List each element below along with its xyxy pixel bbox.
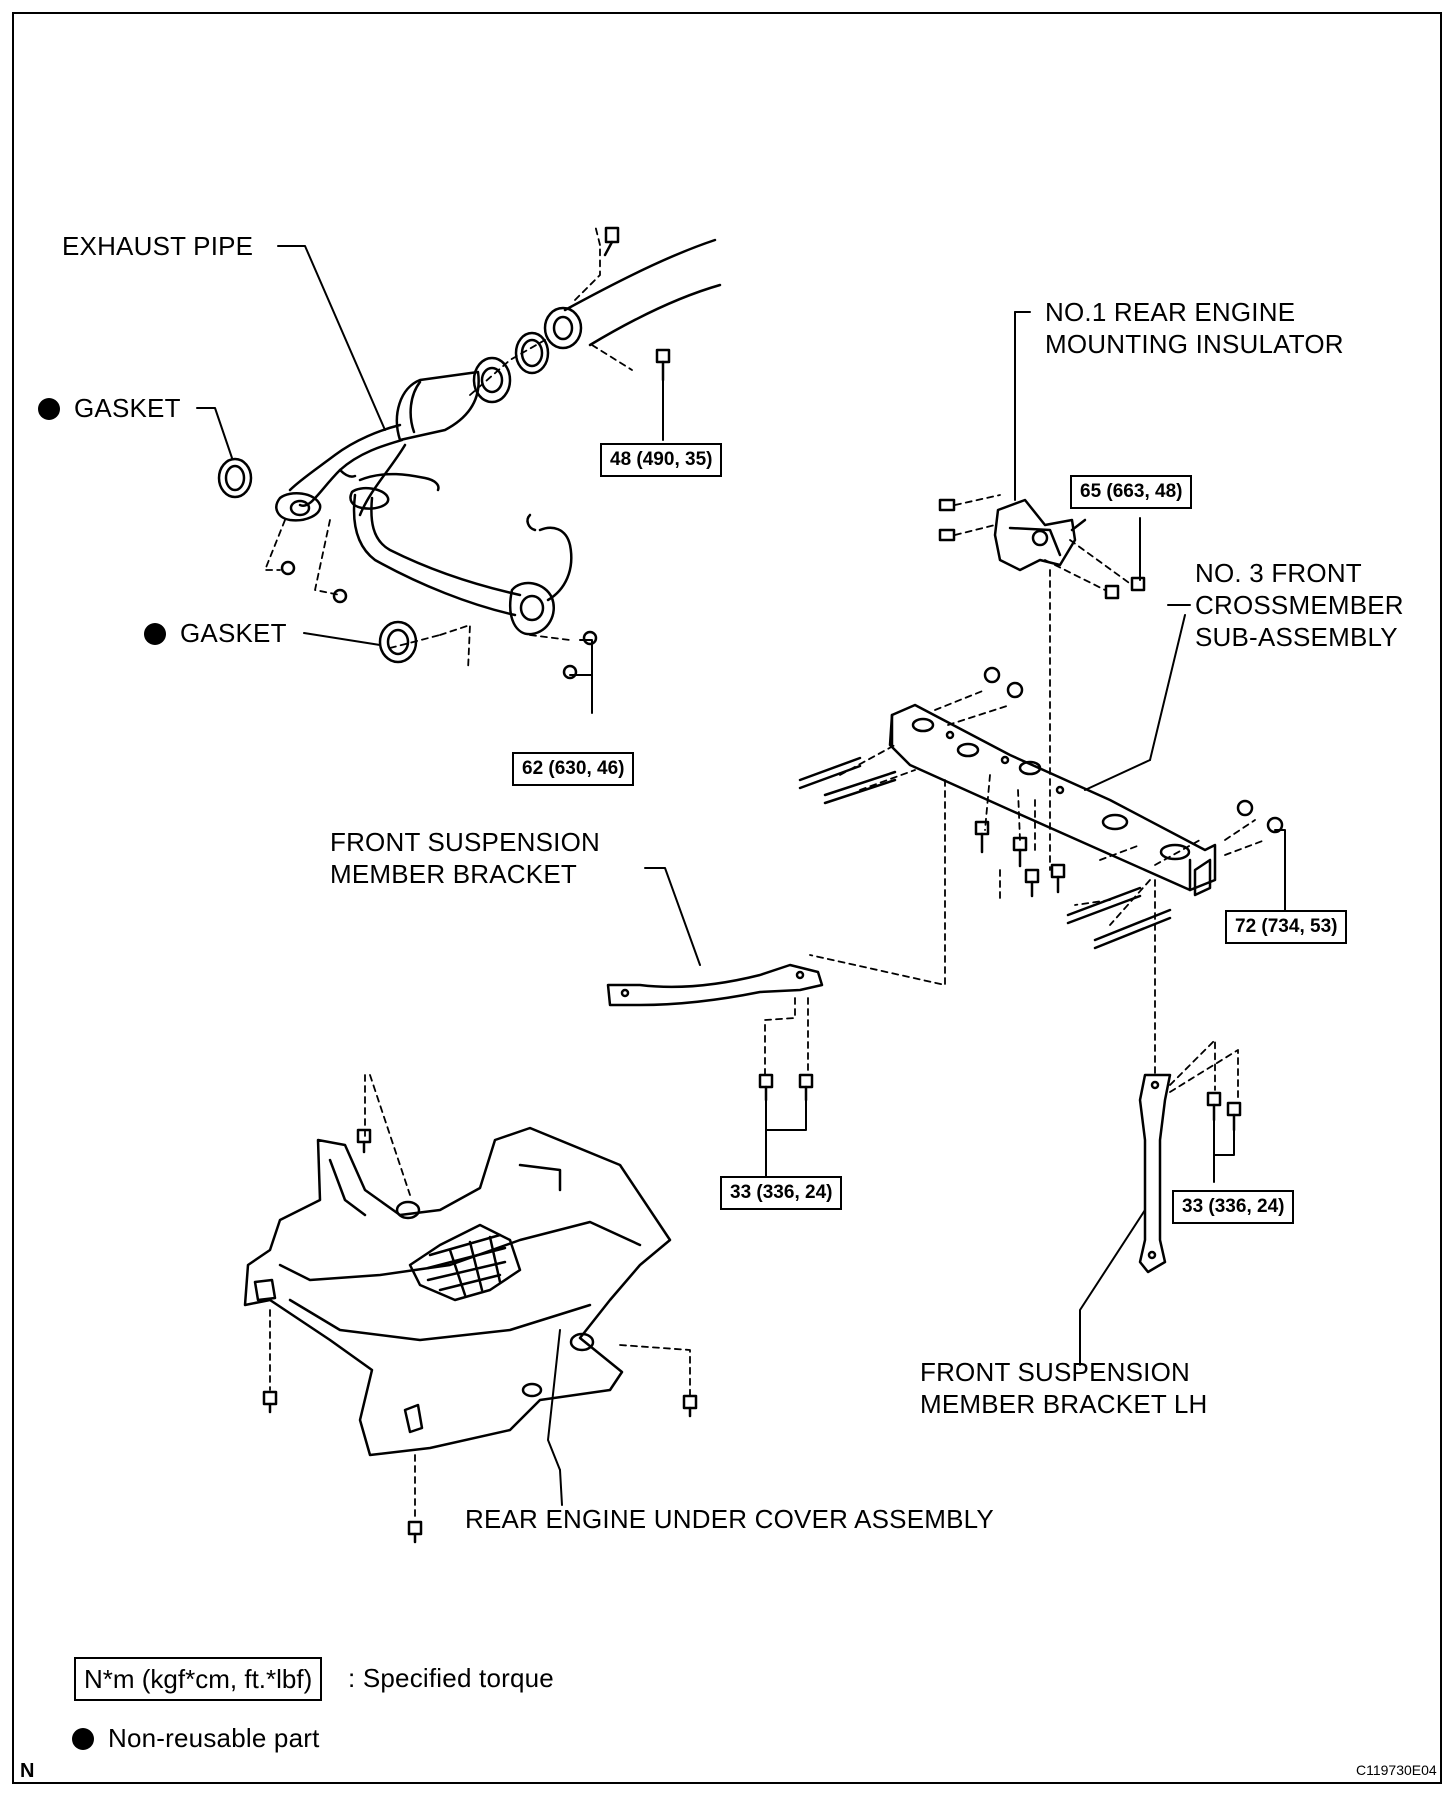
insulator-line-2: MOUNTING INSULATOR xyxy=(1045,329,1344,359)
insulator-line-1: NO.1 REAR ENGINE xyxy=(1045,297,1296,327)
legend-torque-unit: N*m (kgf*cm, ft.*lbf) xyxy=(74,1657,323,1701)
legend-torque-desc: : Specified torque xyxy=(348,1663,554,1693)
bracket-line-1: FRONT SUSPENSION xyxy=(330,827,600,857)
bolt-icon xyxy=(798,666,1284,950)
gasket-ring-icon xyxy=(378,620,418,664)
bolt-icon xyxy=(262,1128,698,1544)
gasket-ring-icon xyxy=(217,457,253,499)
nonreusable-dot-icon xyxy=(144,623,166,645)
crossmember-part xyxy=(798,604,1286,1076)
torque-box-33-left: 33 (336, 24) xyxy=(720,1176,843,1210)
label-gasket-lower: GASKET xyxy=(144,617,287,649)
gasket-upper-text: GASKET xyxy=(74,393,181,423)
nonreusable-dot-icon xyxy=(38,398,60,420)
torque-box-48: 48 (490, 35) xyxy=(600,443,723,477)
label-exhaust-pipe: EXHAUST PIPE xyxy=(62,231,254,261)
bolt-icon xyxy=(758,1073,814,1102)
exhaust-pipe-part xyxy=(196,224,722,714)
torque-box-65: 65 (663, 48) xyxy=(1070,475,1193,509)
label-gasket-upper: GASKET xyxy=(38,392,181,424)
bolt-icon xyxy=(280,226,671,680)
bracket-lh-line-1: FRONT SUSPENSION xyxy=(920,1357,1190,1387)
label-under-cover: REAR ENGINE UNDER COVER ASSEMBLY xyxy=(465,1504,994,1534)
label-rear-engine-insulator: NO.1 REAR ENGINE MOUNTING INSULATOR xyxy=(1045,296,1344,360)
bolt-icon xyxy=(938,498,1146,600)
torque-box-62: 62 (630, 46) xyxy=(512,752,635,786)
label-front-susp-bracket-lh: FRONT SUSPENSION MEMBER BRACKET LH xyxy=(920,1356,1208,1420)
legend-nonreusable: Non-reusable part xyxy=(72,1722,320,1754)
mounting-insulator-part xyxy=(938,311,1146,871)
nonreusable-text: Non-reusable part xyxy=(108,1723,320,1753)
torque-box-72: 72 (734, 53) xyxy=(1225,910,1348,944)
figure-id: C119730E04 xyxy=(1356,1762,1437,1778)
crossmember-line-3: SUB-ASSEMBLY xyxy=(1195,622,1398,652)
grille-icon xyxy=(408,1223,522,1302)
front-susp-bracket-part xyxy=(606,867,824,1179)
bracket-lh-line-2: MEMBER BRACKET LH xyxy=(920,1389,1208,1419)
crossmember-line-2: CROSSMEMBER xyxy=(1195,590,1404,620)
gasket-lower-text: GASKET xyxy=(180,618,287,648)
bolt-icon xyxy=(1206,1091,1242,1132)
nonreusable-dot-icon xyxy=(72,1728,94,1750)
label-crossmember: NO. 3 FRONT CROSSMEMBER SUB-ASSEMBLY xyxy=(1195,557,1404,653)
front-susp-bracket-lh-part xyxy=(1079,1039,1242,1366)
bracket-line-2: MEMBER BRACKET xyxy=(330,859,577,889)
torque-box-33-right: 33 (336, 24) xyxy=(1172,1190,1295,1224)
north-mark: N xyxy=(20,1760,35,1782)
under-cover-part xyxy=(243,1074,698,1544)
crossmember-line-1: NO. 3 FRONT xyxy=(1195,558,1362,588)
label-front-susp-bracket: FRONT SUSPENSION MEMBER BRACKET xyxy=(330,826,600,890)
diagram-frame xyxy=(12,12,1442,1784)
